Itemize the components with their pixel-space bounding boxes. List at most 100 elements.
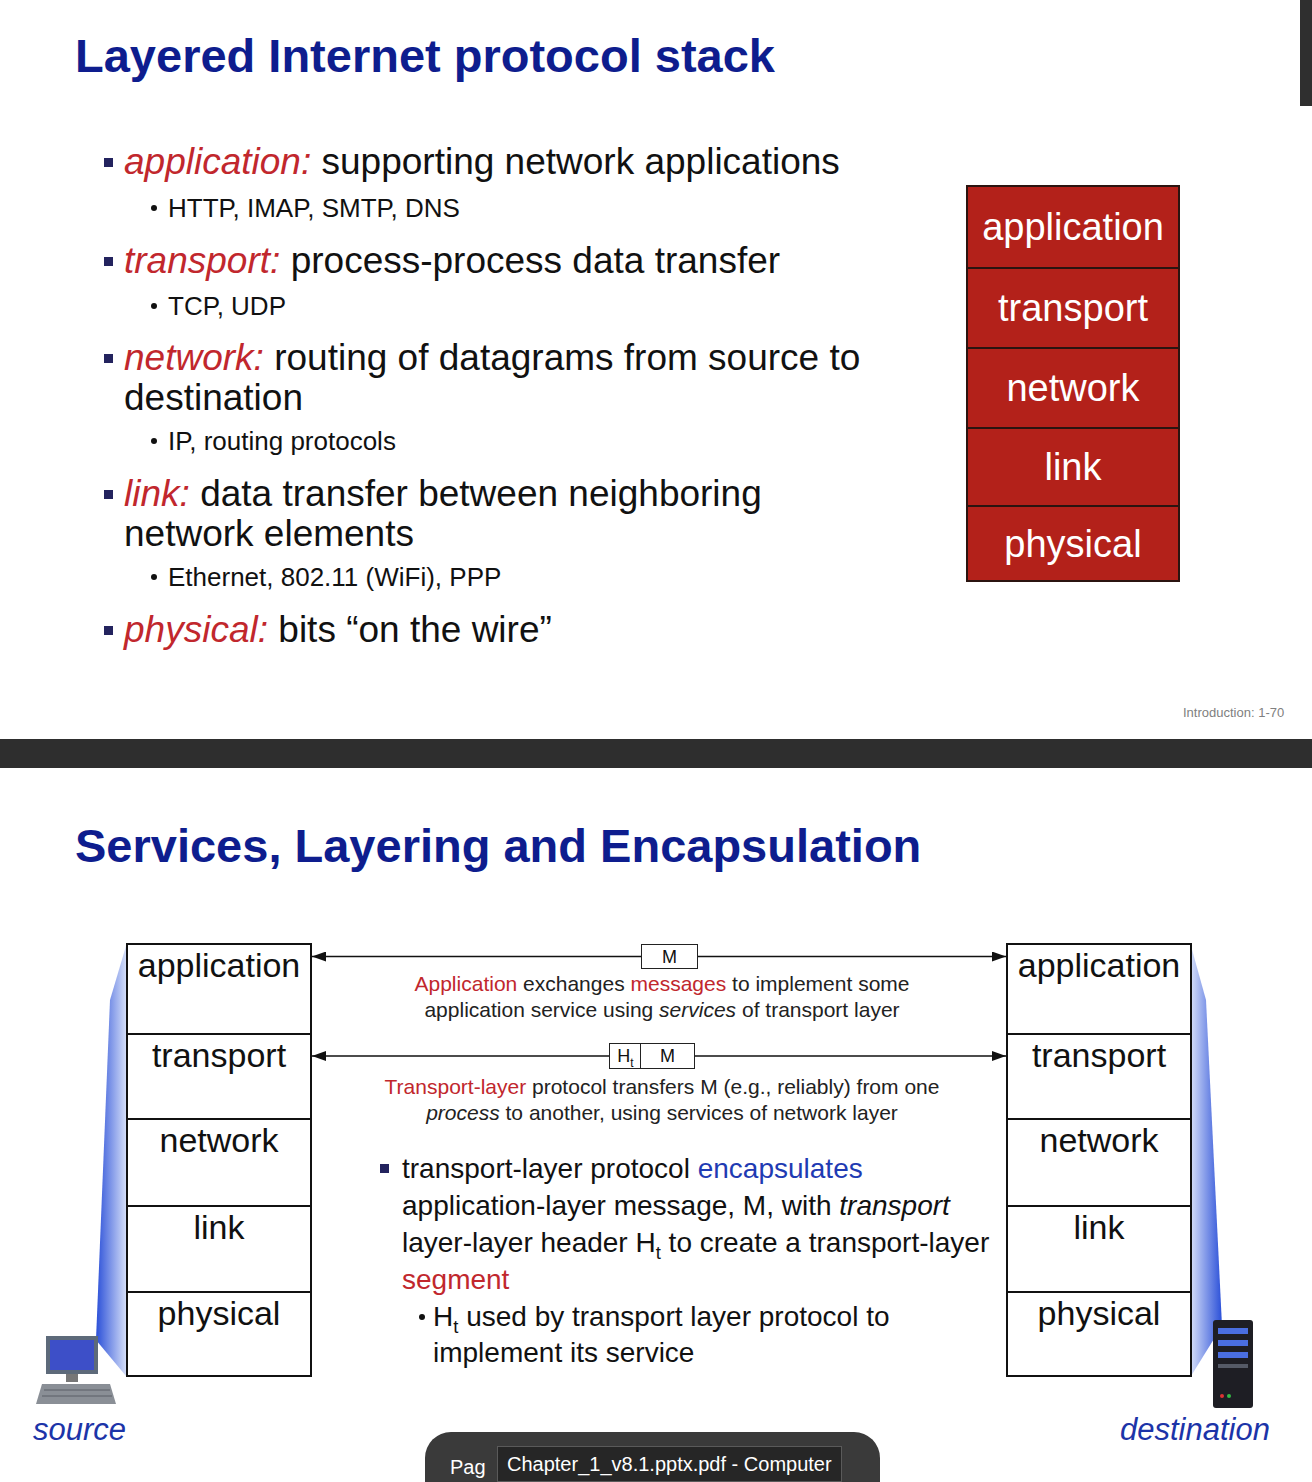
- word: protocol: [590, 1153, 690, 1184]
- node-text-line: transport: [152, 1036, 286, 1074]
- bullet-text: supporting network applications: [322, 141, 840, 182]
- node-text-line: M: [662, 947, 677, 967]
- node-text-line: physical: [1004, 522, 1141, 566]
- server-case: [1213, 1320, 1253, 1408]
- slide-title: Services, Layering and Encapsulation: [75, 819, 921, 872]
- tooltip-background: [425, 1432, 880, 1482]
- word: protocol: [759, 1301, 859, 1332]
- word: from: [857, 1075, 899, 1098]
- word: application: [424, 998, 524, 1021]
- word: transport-layer: [809, 1227, 990, 1258]
- word: layer: [852, 1101, 898, 1124]
- connector-arrow: [312, 956, 641, 958]
- subscript: t: [630, 1056, 633, 1070]
- word: reliably): [777, 1075, 851, 1098]
- subscript: t: [453, 1316, 458, 1337]
- layer-caption: Transport-layer protocol transfers M (e.…: [385, 1075, 940, 1124]
- bullet-line: Ethernet, 802.11 (WiFi), PPP: [168, 561, 868, 593]
- word: services: [659, 998, 736, 1021]
- bullet-line: transport:process-process data transfer: [124, 241, 904, 281]
- word: used: [466, 1301, 527, 1332]
- server-led: [1227, 1394, 1231, 1398]
- layer-name: M: [660, 1046, 675, 1066]
- label-box: Transport-layer protocol transfers M (e.…: [362, 1074, 962, 1126]
- title-box: Layered Internet protocol stack: [75, 28, 775, 84]
- destination-layer: physical: [1006, 1291, 1192, 1377]
- message-box: M: [641, 944, 698, 969]
- host-label: destination: [1120, 1412, 1270, 1447]
- word: M: [700, 1075, 718, 1098]
- bullet-term: link:: [124, 473, 190, 514]
- node-text-line: transport: [998, 286, 1148, 330]
- label-box: Introduction: 1-70: [1183, 705, 1284, 721]
- screen: [50, 1340, 94, 1370]
- header-box: Ht: [609, 1043, 642, 1069]
- node-text-line: application: [138, 946, 301, 984]
- word: its: [570, 1337, 598, 1368]
- bullet-square: [380, 1164, 389, 1173]
- node-text-line: M: [660, 1046, 675, 1066]
- node-text-line: application: [1018, 946, 1181, 984]
- stack-layer: link: [966, 427, 1180, 507]
- bullet-line: HTTP, IMAP, SMTP, DNS: [168, 192, 868, 224]
- label-box: transport-layer protocol encapsulates ap…: [402, 1150, 992, 1298]
- label-box: Chapter_1_v8.1.pptx.pdf - Computer: [497, 1446, 842, 1482]
- bullet-dot: [419, 1314, 425, 1320]
- word: implement: [755, 972, 852, 995]
- tooltip-text: Pag: [450, 1456, 486, 1478]
- layer-name: link: [193, 1208, 244, 1246]
- bullet-term: transport:: [124, 240, 280, 281]
- bullet-dot: [151, 303, 157, 309]
- word: transport: [839, 1190, 950, 1221]
- label-box: source: [33, 1412, 126, 1448]
- host-shading: [96, 946, 126, 1376]
- bullet-line: network:routing of datagrams from source…: [124, 338, 894, 418]
- monitor: [46, 1336, 98, 1374]
- bullet-square: [104, 354, 113, 363]
- stack-layer: application: [966, 185, 1180, 269]
- node-text-line: Ht: [617, 1046, 633, 1066]
- word: encapsulates: [698, 1153, 863, 1184]
- connector-arrow: [698, 956, 1006, 958]
- connector-arrow: [312, 1055, 609, 1057]
- bullet-text: Ethernet, 802.11 (WiFi), PPP: [168, 562, 501, 592]
- keyboard-keys: [42, 1396, 112, 1397]
- word: transport: [765, 998, 848, 1021]
- word: transfers: [613, 1075, 695, 1098]
- destination-layer: application: [1006, 943, 1192, 1035]
- word: messages: [631, 972, 727, 995]
- bullet-text: data transfer between neighboring networ…: [124, 473, 762, 554]
- label-box: Application exchanges messages to implem…: [362, 971, 962, 1023]
- node-text-line: network: [1006, 366, 1139, 410]
- word: process: [426, 1101, 500, 1124]
- bullet-term: application:: [124, 141, 311, 182]
- slide-number: Introduction: 1-70: [1183, 705, 1284, 720]
- word: of: [742, 998, 760, 1021]
- source-layer: transport: [126, 1033, 312, 1120]
- layer-name: transport: [998, 287, 1148, 329]
- bullet-square: [104, 626, 113, 635]
- node-text-line: application: [982, 205, 1164, 249]
- connector-group: [312, 957, 1006, 1057]
- word: to: [506, 1101, 524, 1124]
- word: header: [540, 1227, 627, 1258]
- subscript: t: [656, 1242, 661, 1263]
- keyboard-keys: [44, 1390, 110, 1391]
- word: to: [732, 972, 750, 995]
- stack-layer: transport: [966, 267, 1180, 349]
- bullet-line: IP, routing protocols: [168, 425, 868, 457]
- layer-name: network: [1006, 367, 1139, 409]
- word: Transport-layer: [385, 1075, 527, 1098]
- word: services: [667, 1101, 744, 1124]
- monitor-stand: [66, 1374, 78, 1382]
- message-box: M: [640, 1043, 695, 1069]
- bullet-line: link:data transfer between neighboring n…: [124, 474, 804, 554]
- bullet-dot: [151, 205, 157, 211]
- label-box: destination: [1120, 1412, 1270, 1448]
- bullet-term: network:: [124, 337, 264, 378]
- server-drive: [1218, 1352, 1248, 1358]
- bullet-square: [104, 490, 113, 499]
- node-text-line: link: [1073, 1208, 1124, 1246]
- node-text-line: transport: [1032, 1036, 1166, 1074]
